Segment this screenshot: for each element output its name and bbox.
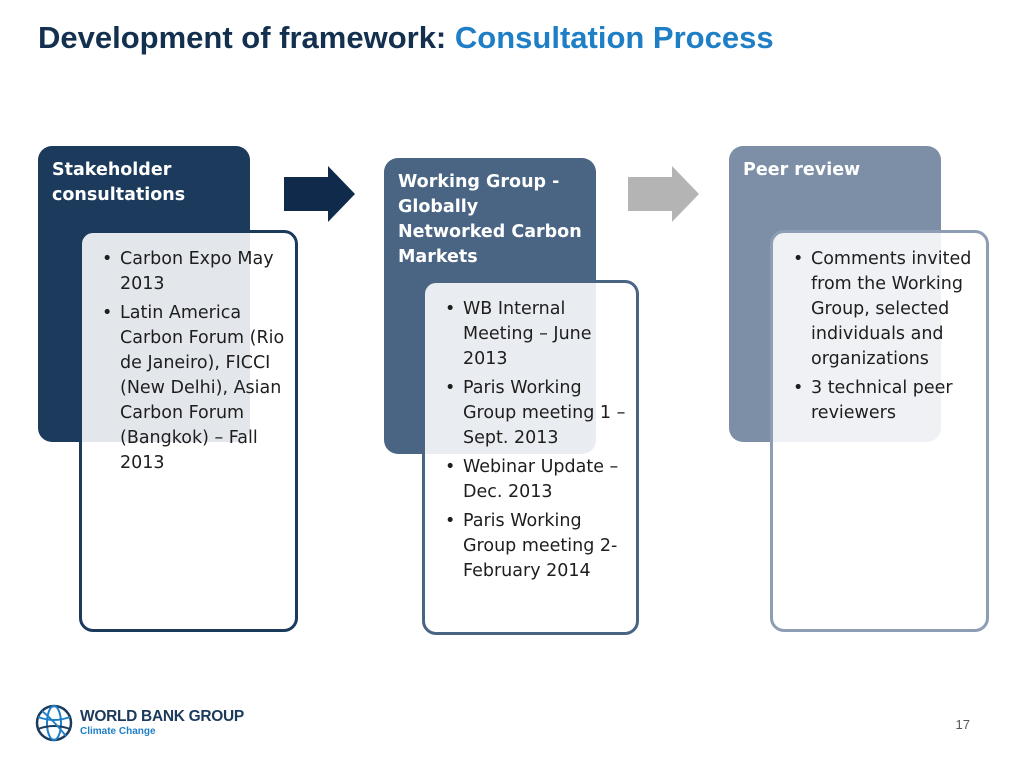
stage-3-item: Comments invited from the Working Group,… bbox=[789, 247, 976, 372]
logo-subtitle: Climate Change bbox=[80, 726, 156, 737]
arrow-right-icon bbox=[284, 166, 355, 222]
stage-1-content-box: Carbon Expo May 2013 Latin America Carbo… bbox=[79, 230, 298, 632]
stage-1-item: Carbon Expo May 2013 bbox=[98, 247, 285, 297]
stage-3-heading: Peer review bbox=[743, 160, 861, 180]
title-highlight: Consultation Process bbox=[454, 20, 774, 55]
stage-2-item: Paris Working Group meeting 2-February 2… bbox=[441, 509, 626, 584]
stage-1-item: Latin America Carbon Forum (Rio de Janei… bbox=[98, 301, 285, 476]
stage-3-content-box: Comments invited from the Working Group,… bbox=[770, 230, 989, 632]
stage-1-list: Carbon Expo May 2013 Latin America Carbo… bbox=[98, 247, 285, 476]
globe-icon bbox=[35, 704, 73, 742]
logo-title: WORLD BANK GROUP bbox=[80, 708, 244, 725]
stage-2-content-box: WB Internal Meeting – June 2013 Paris Wo… bbox=[422, 280, 639, 635]
page-number: 17 bbox=[955, 717, 970, 732]
arrow-1-shape bbox=[284, 166, 355, 222]
stage-2-list: WB Internal Meeting – June 2013 Paris Wo… bbox=[441, 297, 626, 584]
stage-1-heading: Stakeholder consultations bbox=[52, 160, 186, 205]
page-title: Development of framework: Consultation P… bbox=[38, 20, 774, 56]
stage-3-list: Comments invited from the Working Group,… bbox=[789, 247, 976, 426]
arrow-right-icon bbox=[628, 166, 699, 222]
arrow-2-shape bbox=[628, 166, 699, 222]
stage-3-item: 3 technical peer reviewers bbox=[789, 376, 976, 426]
stage-2-item: WB Internal Meeting – June 2013 bbox=[441, 297, 626, 372]
stage-2-item: Paris Working Group meeting 1 – Sept. 20… bbox=[441, 376, 626, 451]
stage-2-item: Webinar Update – Dec. 2013 bbox=[441, 455, 626, 505]
stage-2-heading: Working Group - Globally Networked Carbo… bbox=[398, 172, 582, 267]
title-prefix: Development of framework: bbox=[38, 20, 447, 55]
